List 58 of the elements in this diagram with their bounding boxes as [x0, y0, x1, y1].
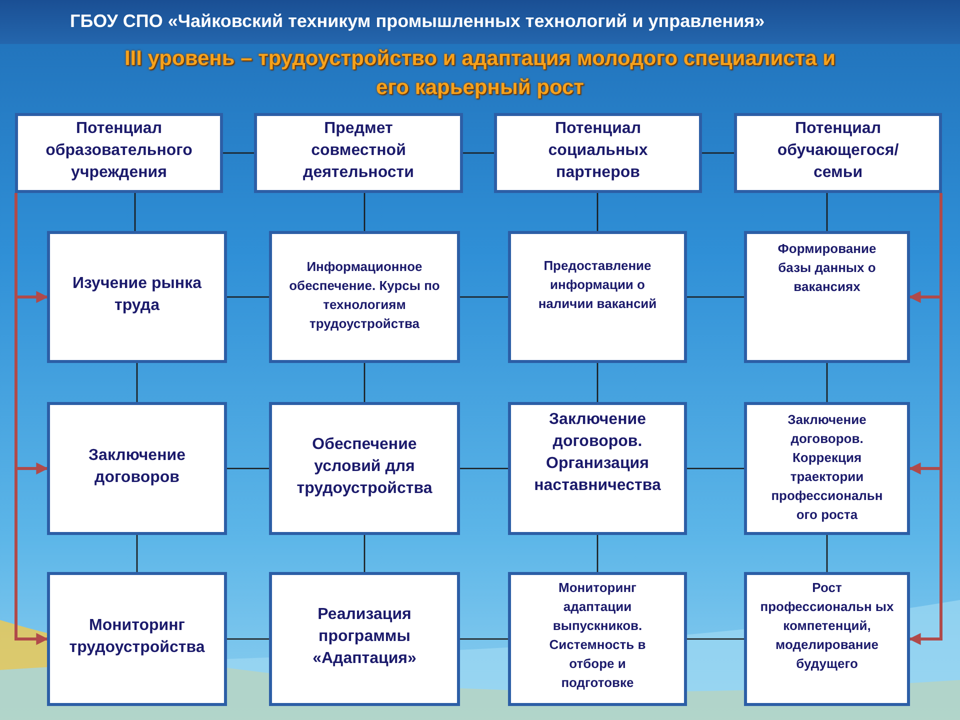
slide-title: III уровень – трудоустройство и адаптация молодого специалиста и его карьерный рост: [123, 46, 837, 101]
process-box: [269, 572, 460, 706]
connector-line: [364, 363, 366, 402]
process-box: [508, 231, 687, 363]
process-box: [47, 402, 227, 535]
header-text: ГБОУ СПО «Чайковский техникум промышленных технологий и управления»: [70, 11, 766, 32]
box-text: Предоставление информации о наличии вакансий: [537, 257, 658, 313]
box-text: Информационное обеспечение. Курсы по технологиям трудоустройства: [288, 258, 441, 333]
process-box: [47, 572, 227, 706]
box-text: Обеспечение условий для трудоустройства: [296, 434, 433, 498]
connector-line: [136, 535, 138, 572]
connector-line: [702, 152, 734, 154]
connector-line: [596, 193, 598, 231]
box-text: Изучение рынка труда: [72, 274, 203, 316]
process-box: [508, 402, 687, 535]
connector-line: [227, 296, 269, 298]
connector-line: [364, 193, 366, 231]
process-box: [734, 113, 942, 193]
connector-line: [364, 535, 366, 572]
box-text: Формирование базы данных о вакансиях: [776, 240, 878, 296]
process-box: [47, 231, 227, 363]
process-box: [744, 572, 910, 706]
box-text: Заключение договоров. Коррекция траектории профессиональн ого роста: [770, 411, 884, 524]
connector-line: [826, 193, 828, 231]
box-text: Заключение договоров. Организация наставничества: [533, 410, 662, 496]
connector-line: [460, 638, 508, 640]
process-box: [269, 231, 460, 363]
connector-line: [227, 638, 269, 640]
connector-line: [223, 152, 254, 154]
connector-line: [136, 363, 138, 402]
connector-line: [596, 535, 598, 572]
connector-line: [227, 468, 269, 470]
process-box: [744, 231, 910, 363]
box-text: Заключение договоров: [88, 446, 186, 488]
connector-line: [460, 468, 508, 470]
process-box: [254, 113, 463, 193]
connector-line: [826, 363, 828, 402]
connector-line: [596, 363, 598, 402]
box-text: Рост профессиональн ых компетенций, моделирование будущего: [759, 579, 895, 673]
box-text: Реализация программы «Адаптация»: [312, 605, 418, 669]
process-box: [269, 402, 460, 535]
box-text: Потенциал социальных партнеров: [547, 119, 649, 183]
connector-line: [463, 152, 494, 154]
box-text: Мониторинг трудоустройства: [68, 616, 206, 658]
process-box: [508, 572, 687, 706]
box-text: Мониторинг адаптации выпускников. Системность в отборе и подготовке: [548, 579, 647, 692]
connector-line: [134, 193, 136, 231]
connector-line: [687, 296, 744, 298]
connector-line: [687, 468, 744, 470]
box-text: Потенциал обучающегося/ семьи: [776, 119, 900, 183]
connector-line: [687, 638, 744, 640]
process-box: [15, 113, 223, 193]
box-text: Потенциал образовательного учреждения: [44, 119, 194, 183]
connector-line: [460, 296, 508, 298]
box-text: Предмет совместной деятельности: [302, 119, 415, 183]
connector-line: [826, 535, 828, 572]
process-box: [744, 402, 910, 535]
process-box: [494, 113, 702, 193]
